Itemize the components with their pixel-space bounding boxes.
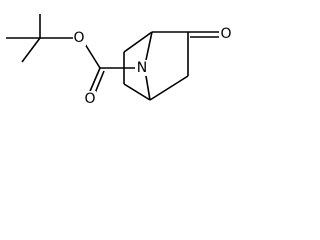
bond-tbu-methyl-bottom	[21, 37, 41, 63]
bond-oxygen-to-carbonyl	[84, 43, 101, 69]
bridge-nitrogen-label: N	[137, 60, 147, 76]
bond-ch2-to-lower-bridgehead	[149, 75, 189, 101]
ketone-oxygen-label: O	[220, 26, 231, 42]
bond-n-to-upper-bridgehead	[145, 31, 153, 61]
bond-n-to-lower-bridgehead	[145, 75, 151, 101]
molecule-drawing: O O N O	[6, 14, 233, 107]
carbamate-carbonyl-oxygen-label: O	[84, 91, 95, 107]
ester-oxygen-label: O	[73, 30, 84, 46]
bond-upper-bridgehead-to-left-ch2	[123, 31, 153, 53]
structure-canvas: O O N O	[0, 0, 237, 117]
bond-left-ch2b-to-lower-bridgehead	[123, 83, 151, 101]
